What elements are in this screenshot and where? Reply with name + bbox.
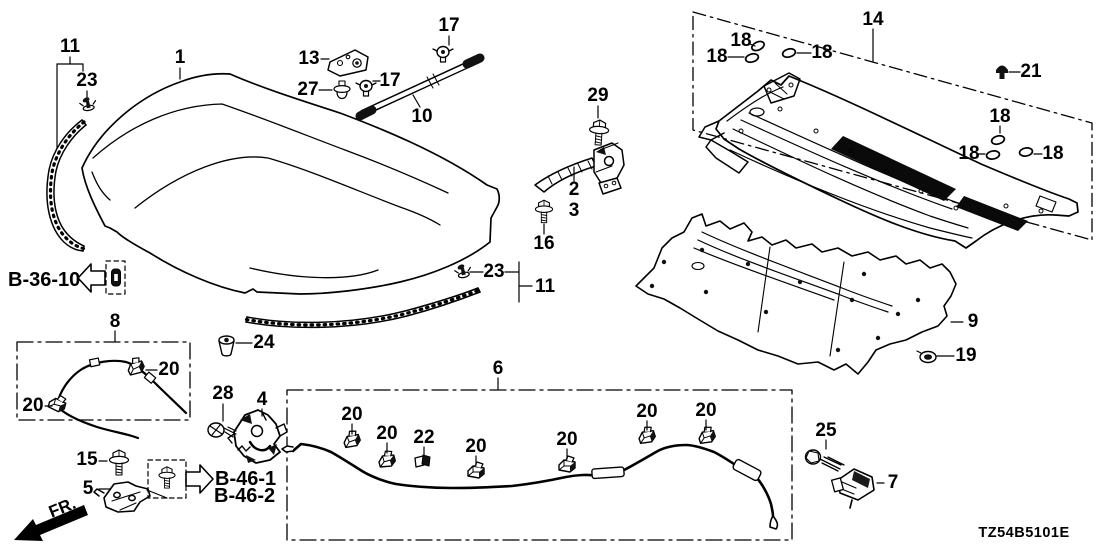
hood-seal-side-drawing [46, 94, 98, 252]
switch-bolt-drawing [804, 449, 875, 509]
clip-21-icon [996, 65, 1008, 79]
fr-direction-arrow [14, 505, 88, 541]
clip-23-icon [452, 261, 473, 280]
cowl-top-assembly-drawing [692, 11, 1093, 249]
opener-bracket-drawing [93, 449, 151, 513]
opener-cable-drawing [16, 341, 191, 440]
switch-7-icon [830, 468, 875, 509]
clip-18-icon [985, 149, 1001, 161]
cowl-box-border [692, 11, 1093, 241]
latch-cable-assembly-drawing [281, 389, 793, 541]
clip-17-icon [355, 79, 377, 97]
clip-20-icon [123, 354, 147, 378]
cushion-24-icon [218, 335, 235, 357]
hood-seal-front-drawing [244, 261, 481, 329]
nut-washer-16-icon [534, 199, 554, 224]
clip-20-icon [635, 424, 658, 446]
cable-box-border [286, 389, 793, 541]
stay-plate-13 [327, 49, 369, 77]
diagram-part-code: TZ54B5101E [978, 525, 1070, 541]
clip-18-icon [743, 51, 761, 65]
ref-arrow-b3610 [77, 260, 126, 295]
leader-lines [44, 28, 1043, 499]
clip-20-icon [46, 392, 69, 414]
hood-stay-drawing [327, 45, 485, 121]
clip-22-icon [414, 454, 431, 468]
bolt-29-icon [587, 118, 611, 147]
bolt-15-icon [108, 449, 130, 476]
clip-23-icon [78, 94, 98, 113]
ref-arrow-b46 [147, 459, 214, 499]
clip-18-icon [1018, 146, 1034, 158]
hood-insulator-drawing [635, 213, 957, 375]
bolt-25-icon [804, 449, 845, 472]
hood-panel-drawing [81, 72, 501, 295]
clip-17-icon [432, 45, 454, 63]
clip-18-icon [749, 38, 767, 54]
opener-box-border [16, 341, 191, 421]
clip-19-icon [916, 350, 937, 364]
clip-18-icon [780, 46, 798, 60]
bolt-icon [158, 466, 176, 489]
clip-20-icon [340, 428, 363, 451]
grommet-27 [333, 80, 351, 100]
clip-18-icon [989, 133, 1007, 147]
hood-lock-drawing [207, 409, 288, 464]
hood-hinge-drawing [534, 118, 625, 224]
screw-28-icon [207, 422, 237, 438]
